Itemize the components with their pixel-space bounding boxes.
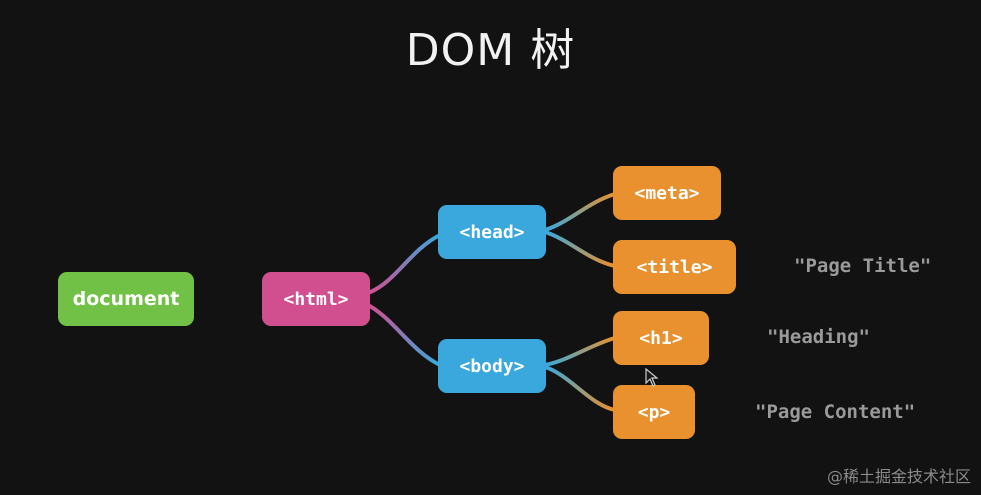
diagram-title: DOM 树	[405, 25, 576, 76]
edge-head-meta	[543, 192, 617, 232]
node-p: <p>	[613, 385, 695, 439]
node-html: <html>	[262, 272, 370, 326]
node-h1: <h1>	[613, 311, 709, 365]
text-node-page-title: "Page Title"	[794, 255, 932, 277]
node-document: document	[58, 272, 194, 326]
text-node-page-content: "Page Content"	[755, 401, 916, 423]
node-body: <body>	[438, 339, 546, 393]
edge-head-title	[543, 230, 617, 268]
watermark: @稀土掘金技术社区	[826, 467, 971, 486]
text-node-heading: "Heading"	[767, 326, 870, 348]
mouse-cursor-icon	[645, 368, 659, 387]
edge-html-head	[366, 233, 442, 295]
edge-html-body	[366, 303, 442, 367]
node-title: <title>	[613, 240, 736, 294]
node-head: <head>	[438, 205, 546, 259]
edge-body-h1	[543, 336, 617, 367]
node-meta: <meta>	[613, 166, 721, 220]
edge-body-p	[543, 365, 617, 412]
